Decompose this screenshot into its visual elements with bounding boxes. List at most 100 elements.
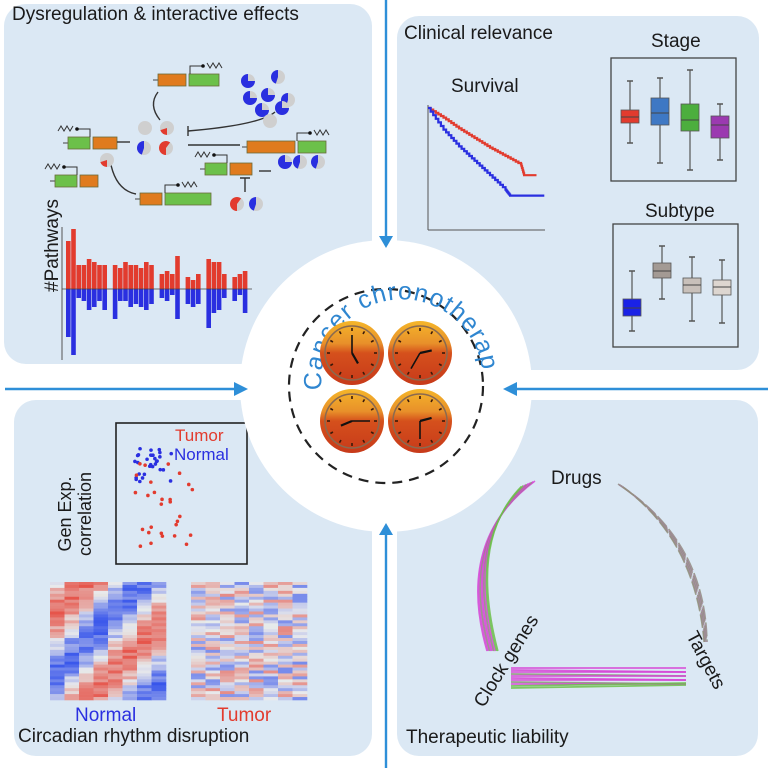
heatmap-cell bbox=[278, 582, 293, 586]
heatmap-cell bbox=[220, 694, 235, 698]
heatmap-cell bbox=[151, 590, 167, 595]
heatmap-cell bbox=[292, 658, 308, 662]
heatmap-cell bbox=[263, 649, 279, 654]
heatmap-cell bbox=[93, 584, 109, 589]
promoter-arrow bbox=[78, 128, 91, 137]
heatmap-cell bbox=[205, 688, 221, 692]
heatmap-cell bbox=[278, 670, 293, 674]
heatmap-cell bbox=[93, 661, 109, 665]
clock-hour-hand bbox=[340, 419, 353, 427]
box bbox=[622, 270, 642, 332]
bar-down bbox=[232, 289, 237, 301]
protein-blue-part bbox=[311, 155, 318, 169]
heatmap-cell bbox=[93, 623, 109, 627]
heatmap-cell bbox=[50, 661, 65, 665]
heatmap-cell bbox=[263, 635, 279, 639]
survival-line-low bbox=[428, 106, 545, 197]
heatmap-cell bbox=[205, 617, 221, 621]
heatmap-cell bbox=[137, 617, 152, 621]
heatmap-cell bbox=[191, 643, 206, 648]
hub-circle bbox=[240, 240, 532, 532]
heatmap-cell bbox=[278, 623, 293, 627]
heatmap-cell bbox=[278, 646, 293, 651]
heatmap-cell bbox=[263, 608, 279, 612]
heatmap-cell bbox=[137, 652, 152, 657]
heatmap-cell bbox=[64, 611, 80, 615]
heatmap-cell bbox=[205, 599, 221, 603]
heatmap-cell bbox=[263, 685, 279, 689]
heatmap-cell bbox=[205, 590, 221, 595]
heatmap-cell bbox=[64, 623, 80, 627]
heatmap-cell bbox=[249, 596, 264, 600]
heatmap-cell bbox=[220, 626, 235, 630]
scatter-point-tumor bbox=[184, 542, 189, 547]
gene-construct bbox=[200, 162, 253, 176]
heatmap-cell bbox=[220, 679, 235, 683]
survival-curve bbox=[427, 105, 545, 231]
promoter-arrow bbox=[189, 65, 202, 74]
heatmap-cell bbox=[122, 694, 138, 698]
heatmap-cell bbox=[191, 620, 206, 624]
heatmap-cell bbox=[191, 632, 206, 636]
heatmap-cell bbox=[234, 691, 250, 695]
heatmap-cell bbox=[191, 658, 206, 662]
protein-blue-part bbox=[278, 155, 292, 169]
heatmap-cell bbox=[137, 673, 152, 677]
heatmap-cell bbox=[50, 685, 65, 689]
heatmap-cell bbox=[93, 617, 109, 621]
heatmap-cell bbox=[93, 676, 109, 680]
gene-green bbox=[164, 192, 212, 206]
heatmap-cell bbox=[263, 617, 279, 621]
clock-tick bbox=[329, 363, 334, 367]
heatmap-cell bbox=[151, 623, 167, 627]
heatmap-cell bbox=[191, 697, 206, 701]
boxplot-frame bbox=[610, 57, 737, 182]
heatmap-cell bbox=[205, 667, 221, 671]
heatmap-cell bbox=[79, 587, 94, 592]
heatmap-cell bbox=[292, 596, 308, 600]
scatter-point-normal bbox=[133, 459, 137, 464]
heatmap-cell bbox=[292, 641, 308, 645]
bar-down bbox=[92, 289, 97, 307]
heatmap-cell bbox=[108, 599, 123, 603]
heatmap-cell bbox=[191, 649, 206, 654]
heatmap-cell bbox=[79, 655, 94, 659]
heatmap-cell bbox=[137, 593, 152, 598]
heatmap-cell bbox=[93, 590, 109, 595]
heatmap-cell bbox=[122, 664, 138, 668]
clock-rim bbox=[392, 393, 448, 449]
gene-construct bbox=[242, 140, 327, 154]
heatmap-cell bbox=[64, 617, 80, 621]
box-body bbox=[650, 97, 670, 126]
scatter-point-normal bbox=[158, 455, 162, 459]
heatmap-cell bbox=[64, 655, 80, 659]
clock-tick bbox=[329, 339, 334, 343]
box-body bbox=[710, 115, 730, 139]
heatmap-cell bbox=[263, 673, 279, 677]
scatter-point-tumor bbox=[159, 502, 164, 506]
heatmap-cell bbox=[191, 682, 206, 686]
heatmap-cell bbox=[234, 626, 250, 630]
heatmap-cell bbox=[191, 664, 206, 668]
heatmap-cell bbox=[249, 688, 264, 692]
heatmap-cell bbox=[220, 646, 235, 651]
heatmap-cell bbox=[263, 599, 279, 603]
clock-tick bbox=[438, 363, 443, 367]
bar-up bbox=[222, 274, 227, 289]
promoter-wave bbox=[313, 129, 330, 136]
heatmap-cell bbox=[64, 590, 80, 595]
heatmap-cell bbox=[234, 599, 250, 603]
heatmap-cell bbox=[151, 587, 167, 592]
gene-green bbox=[67, 136, 91, 150]
heatmap-cell bbox=[151, 646, 167, 651]
heatmap-cell bbox=[278, 596, 293, 600]
scatter-point-tumor bbox=[160, 534, 165, 538]
heatmap-cell bbox=[263, 593, 279, 598]
clock-tick bbox=[438, 407, 443, 411]
heatmap-cell bbox=[263, 676, 279, 680]
heatmap-cell bbox=[205, 652, 221, 657]
heatmap-cell bbox=[191, 611, 206, 615]
heatmap-cell bbox=[205, 620, 221, 624]
heatmap-cell bbox=[108, 582, 123, 586]
heatmap-cell bbox=[108, 593, 123, 598]
